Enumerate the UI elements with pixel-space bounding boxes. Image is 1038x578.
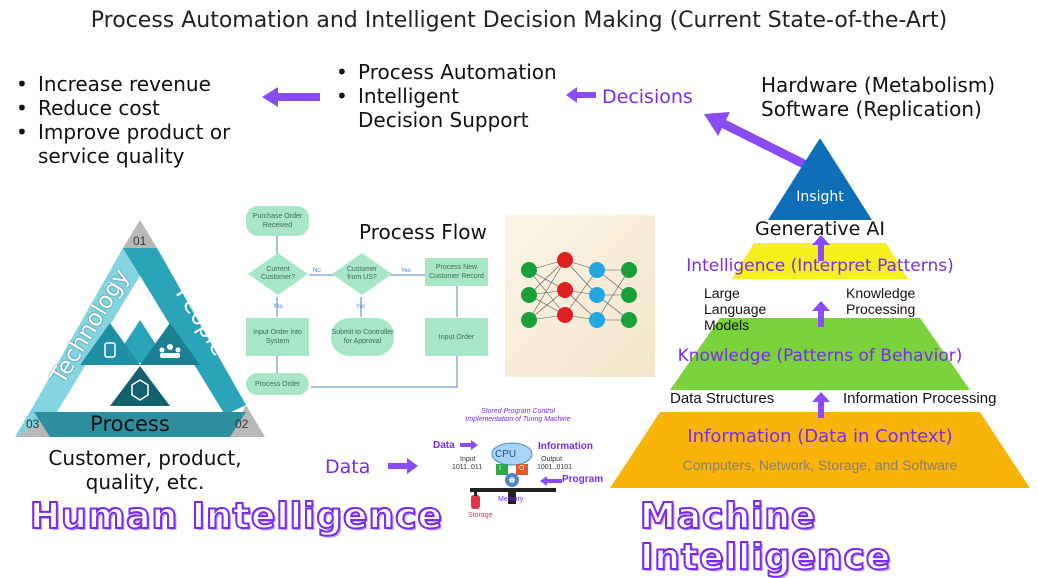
process-flow-connectors: No Yes Yes No [273, 235, 458, 388]
process-flow-title: Process Flow [359, 220, 487, 244]
svg-text:No: No [357, 304, 365, 310]
svg-text:No: No [313, 268, 321, 274]
arrow-left-icon [262, 87, 320, 107]
outcome-item: •Improve product or service quality [16, 120, 231, 168]
flow-input-order: Input Order [425, 318, 488, 356]
svg-text:Yes: Yes [273, 304, 283, 310]
automation-item: •Intelligent Decision Support [336, 84, 529, 132]
corner-01: 01 [133, 234, 147, 248]
pyramid-infra: Computers, Network, Storage, and Softwar… [682, 457, 958, 473]
neural-network-image [505, 215, 655, 377]
arrow-up-left-icon [704, 112, 807, 168]
pyramid-knowledge-processing: Knowledge Processing [846, 285, 916, 317]
corner-02: 02 [235, 417, 249, 431]
arrow-left-icon [566, 87, 596, 103]
software-label: Software (Replication) [761, 97, 982, 121]
human-intelligence-title: Human Intelligence [29, 495, 443, 538]
arrow-left-icon [540, 476, 562, 486]
turing-input-label: Input [460, 456, 476, 463]
arrow-up-icon [812, 392, 830, 418]
pyramid-intelligence: Intelligence (Interpret Patterns) [686, 256, 954, 276]
turing-machine-diagram [470, 442, 556, 509]
turing-storage-label: Storage [468, 512, 493, 519]
outcome-item: •Reduce cost [16, 96, 160, 120]
process-label: Process [90, 412, 170, 436]
customer-text: Customer, product, quality, etc. [48, 446, 242, 494]
corner-03: 03 [26, 417, 40, 431]
arrow-up-icon [812, 235, 830, 261]
arrow-right-icon [460, 440, 478, 450]
hardware-label: Hardware (Metabolism) [761, 73, 996, 97]
turing-cpu-label: CPU [495, 449, 517, 460]
pyramid-llm: Large Language Models [704, 285, 767, 333]
outcomes-list: •Increase revenue •Reduce cost •Improve … [16, 72, 256, 168]
flow-purchase-order: Purchase Order Received [246, 206, 309, 236]
turing-information-label: Information [538, 441, 593, 452]
turing-output-bits: 1001..0101 [537, 464, 573, 471]
flow-decision-fromus [332, 253, 392, 295]
turing-output-label: Output [541, 456, 563, 463]
pyramid-information-processing: Information Processing [843, 390, 997, 407]
page-title: Process Automation and Intelligent Decis… [90, 8, 948, 33]
flow-new-record: Process New Customer Record [425, 258, 488, 286]
flow-submit: Submit to Controller for Approval [331, 318, 394, 356]
arrow-right-icon [388, 458, 418, 474]
flow-process-order: Process Order [246, 373, 309, 395]
data-label: Data [325, 456, 371, 478]
automation-item: •Process Automation [336, 60, 557, 84]
flow-fromus-label: Customer from US? [346, 266, 378, 281]
turing-memory-label: Memory [498, 496, 524, 503]
flow-decision-current [248, 253, 308, 295]
turing-input-bits: 1011..011 [452, 464, 483, 471]
tpp-triangle [15, 220, 265, 437]
turing-data-label: Data [433, 440, 455, 451]
turing-o-label: O [519, 465, 525, 472]
decisions-label: Decisions [602, 86, 693, 108]
machine-intelligence-title: Machine Intelligence [639, 495, 892, 578]
automation-list: •Process Automation •Intelligent Decisio… [336, 60, 576, 132]
pyramid-data-structures: Data Structures [670, 390, 775, 407]
turing-i-label: I [499, 465, 501, 472]
pyramid-generative-ai: Generative AI [755, 218, 885, 240]
svg-text:Yes: Yes [401, 268, 411, 274]
turing-program-label: Program [562, 474, 604, 485]
flow-input-system: Input Order into System [246, 318, 309, 356]
turing-caption: Stored Program Control Implementation of… [465, 408, 571, 423]
pyramid-information: Information (Data in Context) [687, 426, 953, 447]
flow-current-label: Current Customer? [260, 266, 296, 281]
hw-sw-labels: Hardware (Metabolism) Software (Replicat… [761, 73, 995, 121]
arrow-up-icon [812, 301, 830, 327]
pyramid-insight: Insight [796, 189, 844, 205]
outcome-item: •Increase revenue [16, 72, 211, 96]
pyramid-knowledge: Knowledge (Patterns of Behavior) [677, 346, 963, 366]
knowledge-pyramid [610, 138, 1030, 488]
